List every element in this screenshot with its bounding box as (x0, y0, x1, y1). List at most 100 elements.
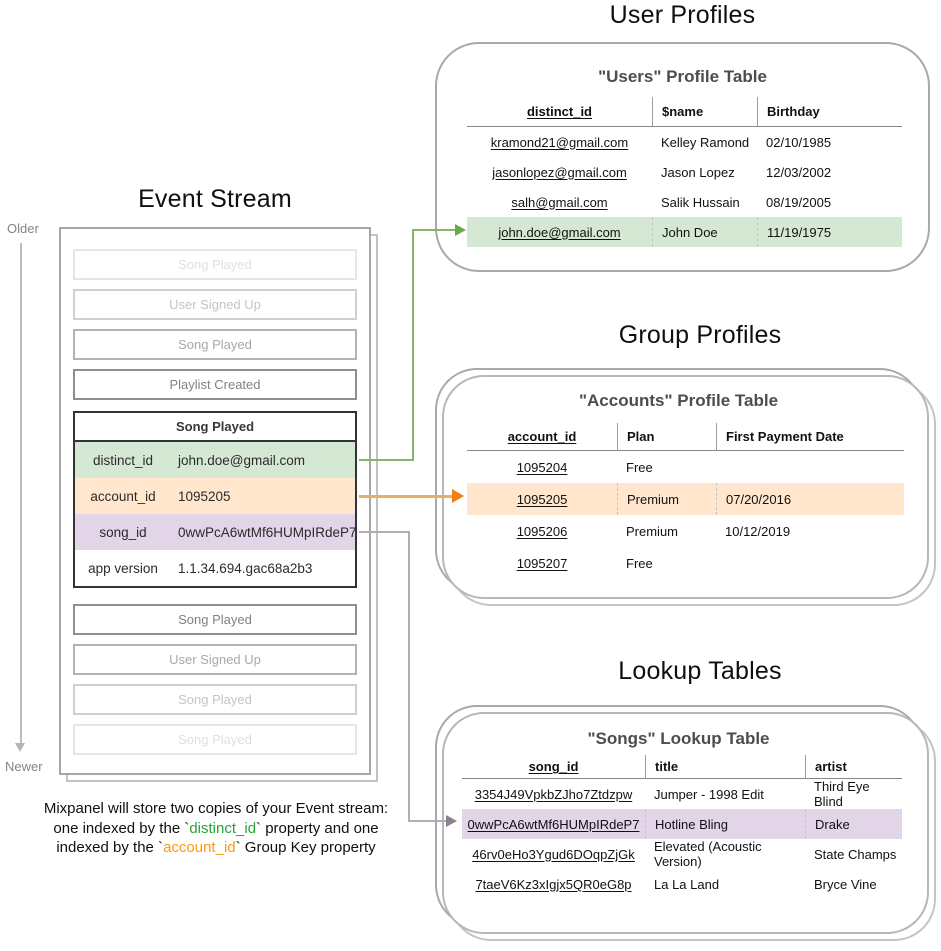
event-box-song-played: Song Played (73, 684, 357, 715)
cell-title: La La Land (654, 876, 720, 892)
col-header-first-payment-date: First Payment Date (716, 423, 904, 450)
col-header-distinct-id: distinct_id (526, 104, 592, 119)
cell-first-payment-date (716, 547, 904, 579)
time-axis-arrowhead-icon (15, 743, 25, 752)
accounts-table-title: "Accounts" Profile Table (578, 391, 779, 410)
section-title-event-stream: Event Stream (138, 185, 292, 213)
col-header-artist: artist (805, 755, 902, 778)
table-row: salh@gmail.com Salik Hussain 08/19/2005 (467, 187, 902, 217)
caption-line-2: one indexed by the `distinct_id` propert… (53, 819, 379, 837)
accounts-profile-box: "Accounts" Profile Table account_id Plan… (435, 368, 936, 606)
table-row-highlighted: john.doe@gmail.com John Doe 11/19/1975 (467, 217, 902, 247)
cell-artist: Bryce Vine (814, 876, 877, 892)
event-prop-distinct-id: distinct_id john.doe@gmail.com (75, 442, 355, 478)
cell-song-id: 0wwPcA6wtMf6HUMpIRdeP7 (467, 816, 640, 832)
cell-account-id: 1095205 (516, 491, 568, 507)
col-header-name: $name (652, 97, 757, 126)
table-row: 7taeV6Kz3xIgjx5QR0eG8p La La Land Bryce … (462, 869, 902, 899)
cell-song-id: 46rv0eHo3Ygud6DOqpZjGk (472, 846, 635, 862)
table-row-highlighted: 0wwPcA6wtMf6HUMpIRdeP7 Hotline Bling Dra… (462, 809, 902, 839)
table-row-highlighted: 1095205 Premium 07/20/2016 (467, 483, 904, 515)
songs-table: song_id title artist 3354J49VpkbZJho7Ztd… (462, 755, 902, 899)
table-row: 1095204 Free (467, 451, 904, 483)
cell-title: Hotline Bling (645, 809, 805, 839)
table-row: 1095206 Premium 10/12/2019 (467, 515, 904, 547)
cell-title: Jumper - 1998 Edit (654, 786, 764, 802)
prop-key: account_id (90, 488, 156, 504)
prop-key: distinct_id (92, 452, 154, 468)
purple-arrowhead-icon (446, 815, 457, 827)
users-profile-box: "Users" Profile Table distinct_id $name … (435, 42, 930, 272)
cell-name: Jason Lopez (661, 164, 735, 180)
col-header-birthday: Birthday (757, 97, 902, 126)
cell-account-id: 1095204 (516, 459, 568, 475)
cell-account-id: 1095207 (516, 555, 568, 571)
cell-name: Kelley Ramond (661, 134, 750, 150)
caption-line-1: Mixpanel will store two copies of your E… (43, 800, 389, 817)
orange-connector-line (359, 495, 453, 498)
caption: Mixpanel will store two copies of your E… (21, 799, 411, 858)
event-box-song-played: Song Played (73, 724, 357, 755)
cell-plan: Free (626, 555, 653, 571)
expanded-event-card: Song Played distinct_id john.doe@gmail.c… (73, 411, 357, 588)
event-prop-song-id: song_id 0wwPcA6wtMf6HUMpIRdeP7 (75, 514, 357, 550)
cell-birthday: 11/19/1975 (757, 217, 902, 247)
prop-value: john.doe@gmail.com (178, 452, 306, 468)
older-label: Older (7, 221, 39, 236)
cell-account-id: 1095206 (516, 523, 568, 539)
event-prop-app-version: app version 1.1.34.694.gac68a2b3 (75, 550, 355, 586)
table-row: kramond21@gmail.com Kelley Ramond 02/10/… (467, 127, 902, 157)
event-box-user-signed-up: User Signed Up (73, 644, 357, 675)
cell-birthday: 08/19/2005 (766, 194, 832, 210)
cell-distinct-id: john.doe@gmail.com (498, 224, 621, 240)
accounts-table: account_id Plan First Payment Date 10952… (467, 423, 904, 579)
cell-distinct-id: salh@gmail.com (511, 194, 608, 210)
cell-artist: Third Eye Blind (814, 779, 870, 809)
cell-plan: Premium (626, 523, 679, 539)
cell-name: John Doe (652, 217, 757, 247)
col-header-plan: Plan (617, 423, 716, 450)
cell-name: Salik Hussain (661, 194, 740, 210)
caption-line-3: indexed by the `account_id` Group Key pr… (56, 839, 376, 856)
section-title-group-profiles: Group Profiles (618, 321, 782, 349)
col-header-song-id: song_id (528, 759, 579, 774)
table-row: 3354J49VpkbZJho7Ztdzpw Jumper - 1998 Edi… (462, 779, 902, 809)
green-arrowhead-icon (455, 224, 466, 236)
cell-first-payment-date (716, 451, 904, 483)
table-header-row: account_id Plan First Payment Date (467, 423, 904, 451)
prop-value: 0wwPcA6wtMf6HUMpIRdeP7 (178, 524, 357, 540)
cell-distinct-id: jasonlopez@gmail.com (492, 164, 627, 180)
cell-birthday: 02/10/1985 (766, 134, 832, 150)
prop-key: song_id (99, 524, 147, 540)
cell-plan: Premium (617, 483, 716, 515)
col-header-title: title (645, 755, 805, 778)
event-box-song-played: Song Played (73, 604, 357, 635)
prop-value: 1.1.34.694.gac68a2b3 (178, 560, 313, 576)
cell-song-id: 3354J49VpkbZJho7Ztdzpw (474, 786, 633, 802)
orange-arrowhead-icon (452, 489, 464, 503)
purple-connector-line (408, 820, 447, 822)
table-header-row: song_id title artist (462, 755, 902, 779)
table-header-row: distinct_id $name Birthday (467, 97, 902, 127)
cell-artist: Drake (805, 809, 902, 839)
cell-first-payment-date: 10/12/2019 (725, 523, 791, 539)
event-box-song-played: Song Played (73, 249, 357, 280)
section-title-user-profiles: User Profiles (609, 1, 756, 29)
cell-song-id: 7taeV6Kz3xIgjx5QR0eG8p (475, 876, 632, 892)
event-stream-container: Song Played User Signed Up Song Played P… (59, 227, 378, 782)
event-box-playlist-created: Playlist Created (73, 369, 357, 400)
event-box-song-played: Song Played (73, 329, 357, 360)
table-row: 46rv0eHo3Ygud6DOqpZjGk Elevated (Acousti… (462, 839, 902, 869)
table-row: jasonlopez@gmail.com Jason Lopez 12/03/2… (467, 157, 902, 187)
green-connector-line (412, 229, 414, 461)
col-header-account-id: account_id (507, 429, 577, 444)
cell-birthday: 12/03/2002 (766, 164, 832, 180)
newer-label: Newer (5, 759, 43, 774)
event-stream-panel: Song Played User Signed Up Song Played P… (59, 227, 371, 775)
purple-connector-line (359, 531, 410, 533)
prop-key: app version (88, 560, 158, 576)
event-prop-account-id: account_id 1095205 (75, 478, 355, 514)
songs-table-title: "Songs" Lookup Table (587, 729, 770, 748)
cell-artist: State Champs (814, 846, 897, 862)
cell-distinct-id: kramond21@gmail.com (490, 134, 629, 150)
